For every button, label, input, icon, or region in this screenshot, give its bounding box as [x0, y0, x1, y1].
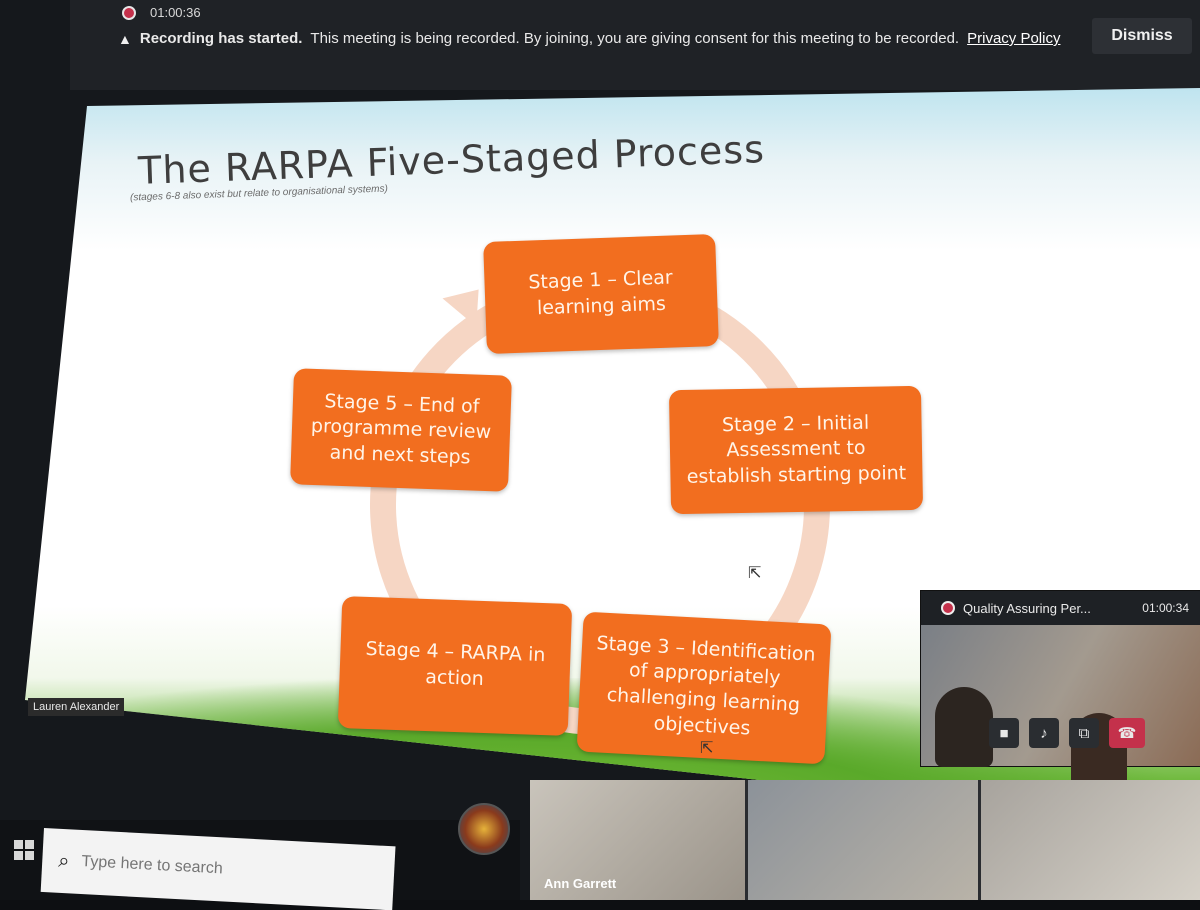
- call-window-timer: 01:00:34: [1142, 601, 1189, 615]
- avatar[interactable]: [458, 803, 510, 855]
- presenter-name-tag: Lauren Alexander: [28, 698, 125, 716]
- recording-indicator-icon: [941, 601, 955, 615]
- banner-text: This meeting is being recorded. By joini…: [310, 30, 960, 47]
- participant-name: Ann Garrett: [544, 876, 617, 891]
- call-window-header[interactable]: Quality Assuring Per... 01:00:34: [921, 591, 1200, 625]
- warning-icon: ▲: [118, 30, 132, 47]
- search-input[interactable]: [78, 851, 344, 886]
- share-icon[interactable]: ⧉: [1069, 718, 1099, 748]
- meeting-timer: 01:00:36: [150, 5, 201, 20]
- windows-start-icon[interactable]: [14, 840, 34, 860]
- recording-indicator-icon: [122, 6, 136, 20]
- recording-banner: ▲ Recording has started. This meeting is…: [118, 30, 1060, 47]
- participant-tile[interactable]: Ann Garrett: [530, 780, 745, 900]
- dismiss-button[interactable]: Dismiss: [1092, 18, 1192, 54]
- call-window[interactable]: Quality Assuring Per... 01:00:34 ■ ♪ ⧉ ☎: [920, 590, 1200, 793]
- participant-tile[interactable]: [748, 780, 978, 900]
- stage-2-box: Stage 2 – Initial Assessment to establis…: [668, 385, 924, 515]
- mouse-cursor-icon: ⇱: [748, 565, 762, 582]
- stage-4-box: Stage 4 – RARPA in action: [337, 596, 573, 736]
- mouse-cursor-icon: ⇱: [700, 740, 714, 757]
- privacy-policy-link[interactable]: Privacy Policy: [967, 30, 1061, 47]
- participant-tile[interactable]: [981, 780, 1200, 900]
- hangup-icon[interactable]: ☎: [1109, 718, 1145, 748]
- participant-video: [935, 687, 993, 767]
- search-icon: ⌕: [57, 849, 71, 872]
- recording-bar: [70, 0, 1200, 90]
- banner-bold-text: Recording has started.: [139, 30, 303, 47]
- stage-1-box: Stage 1 – Clear learning aims: [483, 233, 719, 355]
- mic-icon[interactable]: ♪: [1029, 718, 1059, 748]
- stage-5-box: Stage 5 – End of programme review and ne…: [290, 368, 512, 492]
- participant-strip: Ann Garrett: [530, 780, 1200, 900]
- call-window-title: Quality Assuring Per...: [963, 600, 1091, 616]
- call-video-feed: [921, 625, 1200, 793]
- video-icon[interactable]: ■: [989, 718, 1019, 748]
- call-controls: ■ ♪ ⧉ ☎: [989, 713, 1199, 753]
